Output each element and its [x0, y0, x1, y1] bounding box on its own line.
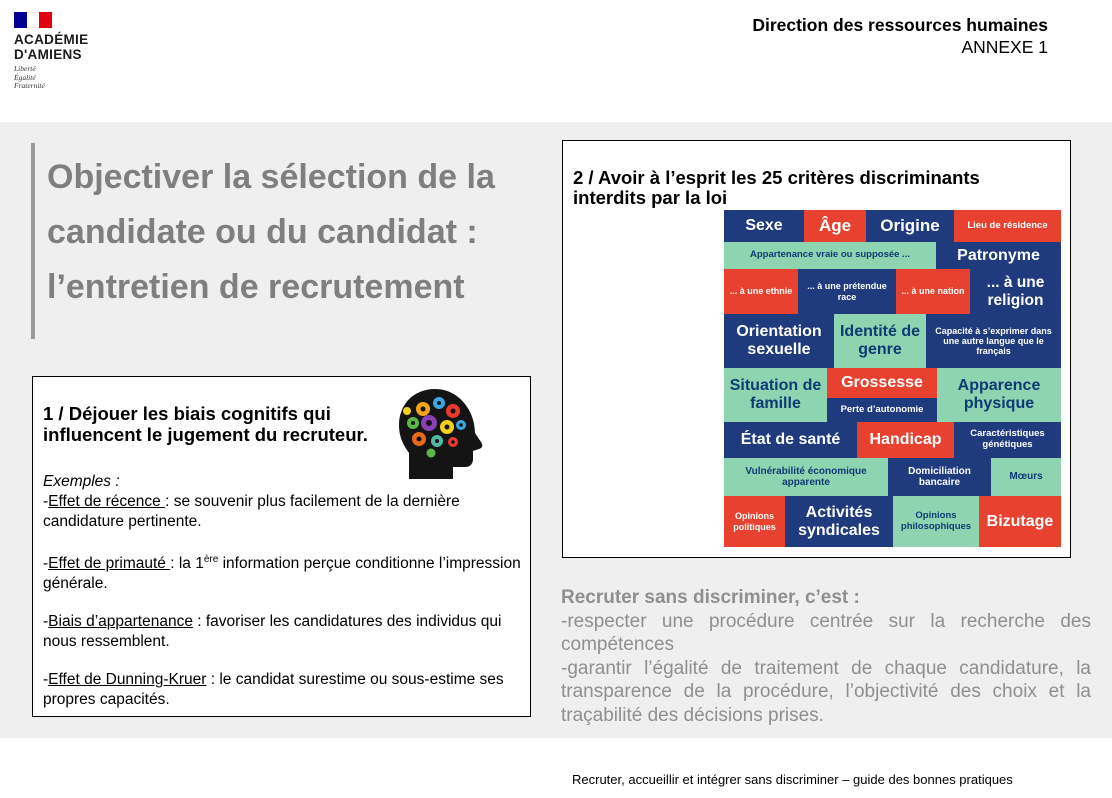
criterion-tile: Domiciliation bancaire: [888, 458, 991, 496]
criterion-tile: Bizutage: [979, 496, 1061, 547]
criterion-tile: Vulnérabilité économique apparente: [724, 458, 888, 496]
criterion-tile: Caractéristiques génétiques: [954, 422, 1061, 458]
annexe-label: ANNEXE 1: [961, 37, 1048, 57]
recruit-statement: Recruter sans discriminer, c’est : -resp…: [561, 586, 1091, 727]
section1-heading: 1 / Déjouer les biais cognitifs qui infl…: [43, 403, 368, 445]
academie-logo: ACADÉMIE D'AMIENS Liberté Égalité Frater…: [14, 12, 114, 91]
footer-text: Recruter, accueillir et intégrer sans di…: [572, 772, 1013, 787]
criterion-tile: ... à une ethnie: [724, 269, 798, 314]
title-accent-bar: [31, 143, 35, 339]
criterion-tile: Mœurs: [991, 458, 1061, 496]
criterion-tile: ... à une prétendue race: [798, 269, 896, 314]
logo-line-1: ACADÉMIE: [14, 32, 89, 47]
criterion-tile: Activités syndicales: [785, 496, 893, 547]
criterion-tile: Perte d’autonomie: [827, 398, 937, 422]
criterion-tile: Âge: [804, 210, 866, 242]
criterion-tile: Apparence physique: [937, 368, 1061, 422]
bias-item-affinity: -Biais d’appartenance : favoriser les ca…: [43, 613, 502, 651]
recruit-line: -respecter une procédure centrée sur la …: [561, 610, 1091, 656]
cognitive-bias-box: 1 / Déjouer les biais cognitifs qui infl…: [32, 376, 531, 717]
criterion-tile: Lieu de résidence: [954, 210, 1061, 242]
examples-label: Exemples :: [43, 473, 120, 490]
bias-term: Biais d’appartenance: [48, 613, 193, 631]
criterion-tile: ... à une nation: [896, 269, 970, 314]
bias-item-recency: -Effet de récence : se souvenir plus fac…: [43, 493, 460, 530]
criterion-tile: Capacité à s’exprimer dans une autre lan…: [926, 314, 1061, 368]
motto-fraternite: Fraternité: [14, 81, 45, 90]
section2-heading: 2 / Avoir à l’esprit les 25 critères dis…: [573, 167, 980, 208]
criterion-tile: Opinions politiques: [724, 496, 785, 547]
criterion-tile: État de santé: [724, 422, 857, 458]
header-right: Direction des ressources humaines ANNEXE…: [752, 14, 1048, 58]
bias-term: Effet de Dunning-Kruer: [48, 671, 207, 689]
criterion-tile: Handicap: [857, 422, 954, 458]
criterion-tile: Grossesse: [827, 368, 937, 398]
logo-motto: Liberté Égalité Fraternité: [14, 64, 114, 91]
bias-term: Effet de primauté: [48, 555, 171, 573]
bias-item-dunning-kruger: -Effet de Dunning-Kruer : le candidat su…: [43, 671, 504, 709]
section1-body: Exemples : -Effet de récence : se souven…: [43, 472, 523, 710]
bias-term: Effet de récence: [48, 493, 166, 510]
criterion-tile: Appartenance vraie ou supposée ...: [724, 242, 936, 269]
criterion-tile: Sexe: [724, 210, 804, 242]
department-name: Direction des ressources humaines: [752, 15, 1048, 35]
bias-item-primacy: -Effet de primauté : la 1ère information…: [43, 554, 521, 593]
criteria-box: 2 / Avoir à l’esprit les 25 critères dis…: [562, 140, 1071, 558]
page-title: Objectiver la sélection de la candidate …: [47, 158, 495, 306]
criterion-tile: Patronyme: [936, 242, 1061, 269]
criterion-tile: ... à une religion: [970, 269, 1061, 314]
french-flag-icon: [14, 12, 53, 28]
criterion-tile: Origine: [866, 210, 954, 242]
criterion-tile: Opinions philosophiques: [893, 496, 979, 547]
criterion-tile: Identité de genre: [834, 314, 926, 368]
motto-egalite: Égalité: [14, 72, 36, 82]
recruit-title: Recruter sans discriminer, c’est :: [561, 587, 860, 608]
criterion-tile: Situation de famille: [724, 368, 827, 422]
logo-line-2: D'AMIENS: [14, 47, 82, 62]
motto-liberte: Liberté: [14, 64, 36, 73]
criteria-mosaic: Sexe Âge Origine Lieu de résidence Appar…: [724, 210, 1061, 547]
recruit-line: -garantir l’égalité de traitement de cha…: [561, 657, 1091, 726]
brain-gears-icon: [399, 389, 483, 479]
criterion-tile: Orientation sexuelle: [724, 314, 834, 368]
